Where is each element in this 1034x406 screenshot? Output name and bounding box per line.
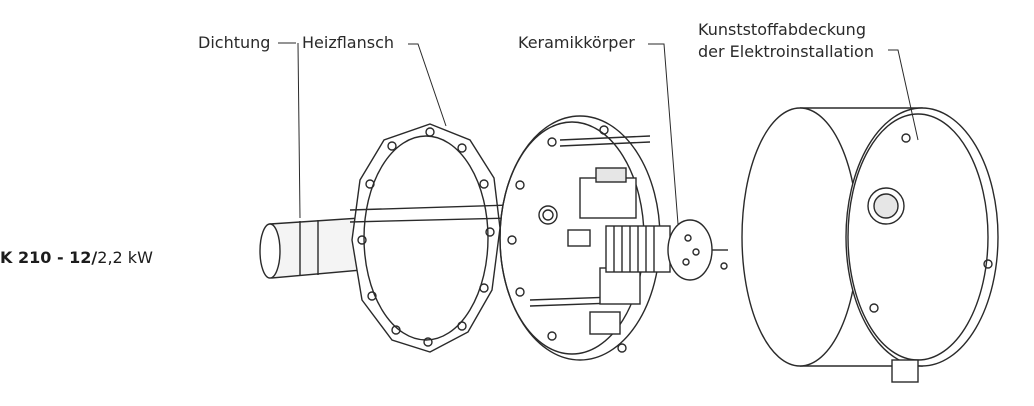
leader-cover	[888, 49, 919, 141]
heating-tube	[259, 217, 363, 279]
flange-plate	[499, 115, 661, 361]
model-designation: K 210 - 12/2,2 kW	[0, 248, 153, 267]
model-power: 2,2 kW	[97, 248, 153, 267]
leader-dichtung	[297, 43, 301, 219]
label-heizflansch: Heizflansch	[302, 33, 395, 52]
leader-keramik	[648, 43, 679, 225]
label-cover-line2: der Elektroinstallation	[698, 42, 874, 61]
plastic-cover	[741, 107, 999, 383]
label-keramikkoerper: Keramikkörper	[518, 33, 635, 52]
gasket-flange	[351, 123, 501, 353]
label-dichtung: Dichtung	[198, 33, 271, 52]
label-cover-line1: Kunststoffabdeckung	[698, 20, 866, 39]
leader-heizflansch	[408, 43, 447, 127]
tube-through	[349, 204, 511, 223]
leader-lines	[278, 42, 919, 225]
model-name: K 210 - 12/	[0, 248, 98, 267]
ceramic-body	[605, 219, 728, 281]
